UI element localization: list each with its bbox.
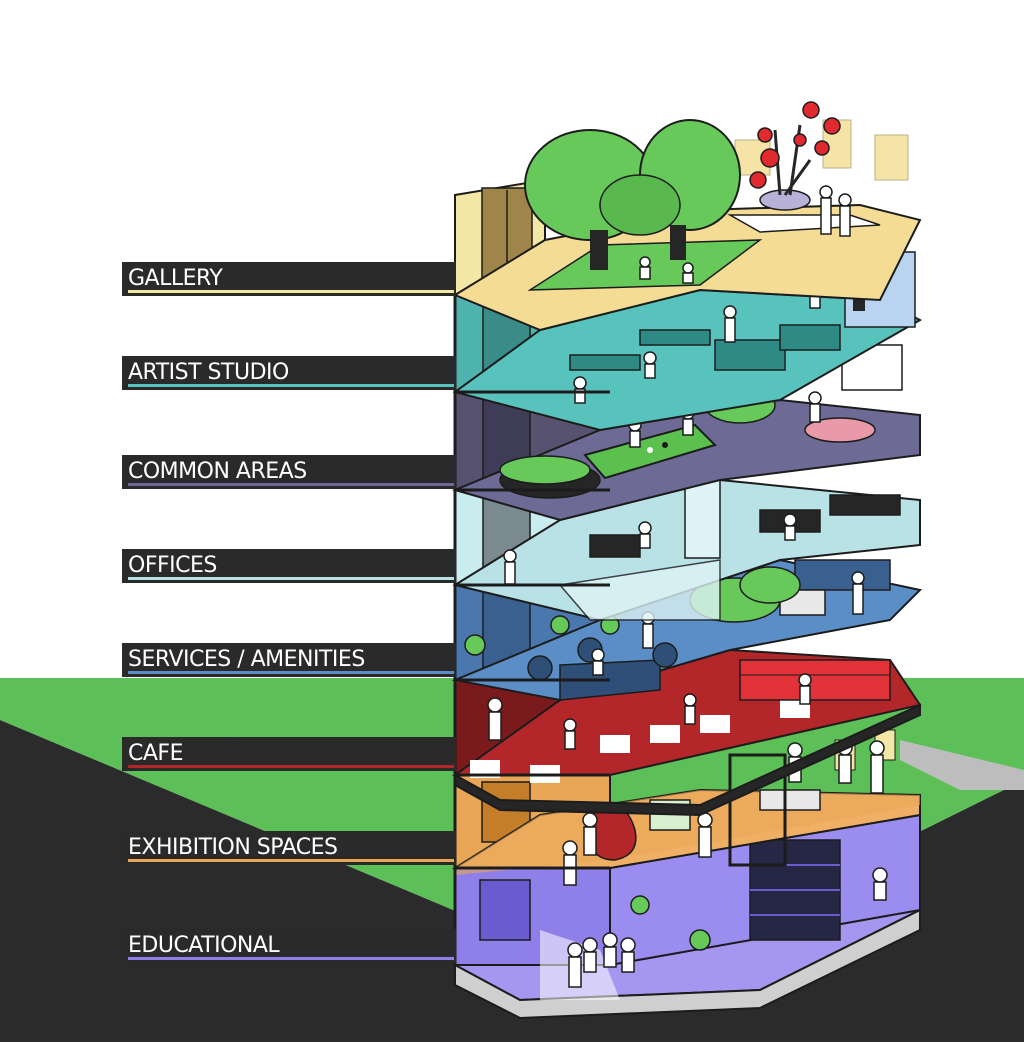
- floor-label-common-areas: COMMON AREAS: [122, 455, 456, 489]
- sidewalk-strip: [900, 740, 1024, 790]
- floor-color-underline: [128, 483, 454, 486]
- floor-exhibition: [451, 729, 921, 886]
- ground-green-wedge: [0, 690, 455, 870]
- floor-label-text: GALLERY: [128, 266, 223, 291]
- floor-cafe: [451, 648, 922, 817]
- floor-color-underline: [128, 384, 454, 387]
- floor-color-underline: [128, 957, 454, 960]
- floor-color-underline: [128, 671, 454, 674]
- floor-label-text: EDUCATIONAL: [128, 933, 280, 958]
- floor-color-underline: [128, 577, 454, 580]
- floor-label-gallery: GALLERY: [122, 262, 456, 296]
- floor-color-underline: [128, 765, 454, 768]
- floor-color-underline: [128, 290, 454, 293]
- floor-educational: [454, 813, 921, 1020]
- floor-gallery: [452, 101, 922, 332]
- floor-label-text: COMMON AREAS: [128, 459, 307, 484]
- floor-label-offices: OFFICES: [122, 549, 456, 583]
- floor-label-services-amenities: SERVICES / AMENITIES: [122, 643, 456, 677]
- floor-label-artist-studio: ARTIST STUDIO: [122, 356, 456, 390]
- floor-color-underline: [128, 859, 454, 862]
- floor-label-text: OFFICES: [128, 553, 217, 578]
- floor-label-text: ARTIST STUDIO: [128, 360, 289, 385]
- floor-label-text: SERVICES / AMENITIES: [128, 647, 365, 672]
- floor-label-educational: EDUCATIONAL: [122, 929, 456, 963]
- floor-label-cafe: CAFE: [122, 737, 456, 771]
- floor-label-text: EXHIBITION SPACES: [128, 835, 338, 860]
- floor-label-exhibition-spaces: EXHIBITION SPACES: [122, 831, 456, 865]
- floor-label-text: CAFE: [128, 741, 183, 766]
